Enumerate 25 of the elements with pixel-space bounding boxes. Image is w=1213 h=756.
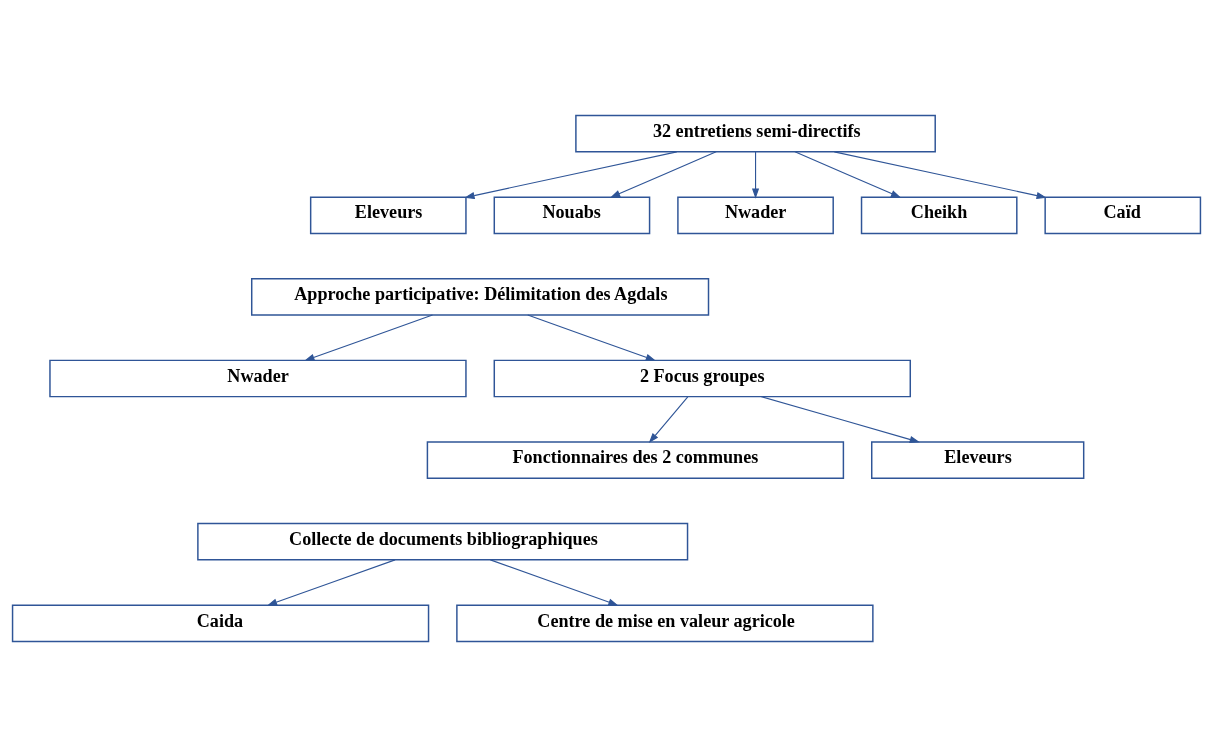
arrow — [760, 395, 920, 443]
arrow — [794, 150, 902, 198]
arrow — [610, 150, 717, 198]
arrow — [527, 314, 656, 361]
node-box: Cheikh — [860, 195, 1018, 234]
node-box: Centre de mise en valeur agricole — [456, 603, 874, 642]
arrow — [833, 150, 1047, 199]
node-box: Collecte de documents bibliographiques — [197, 522, 689, 561]
arrow — [266, 558, 396, 606]
node-box: Eleveurs — [309, 195, 467, 234]
arrow — [648, 395, 689, 443]
node-box: Fonctionnaires des 2 communes — [426, 440, 845, 479]
node-box: 2 Focus groupes — [493, 359, 911, 397]
node-box: Nouabs — [493, 195, 651, 234]
arrow — [464, 150, 678, 199]
node-box: Nwader — [677, 195, 834, 234]
node-box: Caïd — [1044, 195, 1202, 234]
node-box: Approche participative: Délimitation des Agdals — [251, 277, 710, 316]
node-box: Eleveurs — [871, 440, 1085, 479]
arrow — [304, 314, 433, 361]
node-box: Caida — [11, 603, 430, 642]
node-box: Nwader — [49, 359, 467, 397]
arrow — [751, 150, 760, 199]
node-box: 32 entretiens semi-directifs — [575, 114, 936, 153]
arrow — [489, 558, 619, 606]
